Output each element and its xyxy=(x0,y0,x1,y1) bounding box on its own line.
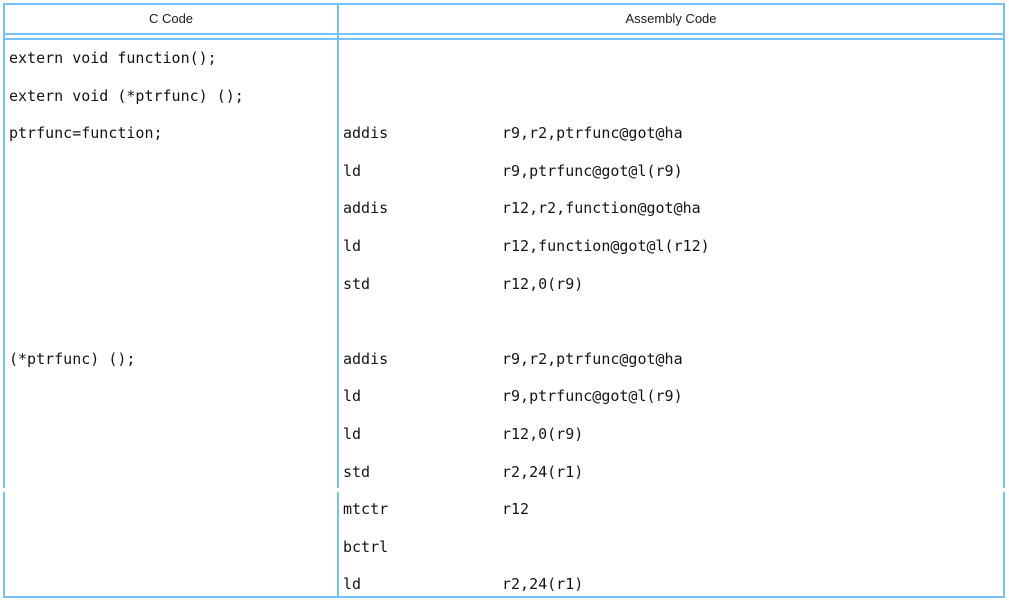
assembly-mnemonic xyxy=(343,303,502,341)
assembly-code-line: addis r12,r2,function@got@ha xyxy=(343,190,998,228)
assembly-code-line: ld r12,0(r9) xyxy=(343,416,998,454)
column-header-c-code: C Code xyxy=(148,11,194,26)
assembly-code-line: mtctr r12 xyxy=(343,491,998,529)
assembly-code-line: std r12,0(r9) xyxy=(343,266,998,304)
assembly-code-line: ld r9,ptrfunc@got@l(r9) xyxy=(343,378,998,416)
table-border-left-lower xyxy=(3,492,5,598)
assembly-operands: r9,r2,ptrfunc@got@ha xyxy=(502,349,683,368)
assembly-mnemonic xyxy=(343,78,502,116)
assembly-code-line: ld r2,24(r1) xyxy=(343,566,998,604)
c-code-line xyxy=(9,416,333,454)
assembly-mnemonic: ld xyxy=(343,161,362,180)
assembly-operands: r12,0(r9) xyxy=(502,274,584,293)
c-code-line xyxy=(9,454,333,492)
c-code-cell: extern void function(); extern void (*ptr… xyxy=(9,40,333,604)
column-header-assembly-code: Assembly Code xyxy=(625,11,717,26)
c-code-line xyxy=(9,153,333,191)
c-code-line: extern void function(); xyxy=(9,49,217,67)
table-border-right-upper xyxy=(1003,3,1005,488)
column-divider-upper xyxy=(337,3,339,488)
assembly-mnemonic: addis xyxy=(343,199,389,218)
assembly-operands: r2,24(r1) xyxy=(502,575,584,594)
assembly-operands: r12,r2,function@got@ha xyxy=(502,199,701,218)
assembly-mnemonic: mtctr xyxy=(343,500,389,519)
c-code-line xyxy=(9,529,333,567)
c-code-line xyxy=(9,378,333,416)
assembly-mnemonic: addis xyxy=(343,349,389,368)
assembly-mnemonic: std xyxy=(343,462,371,481)
c-code-line: (*ptrfunc) (); xyxy=(9,349,136,368)
header-rule-lower xyxy=(3,38,1005,40)
table-border-left-upper xyxy=(3,3,5,488)
assembly-mnemonic: std xyxy=(343,274,371,293)
assembly-code-line xyxy=(343,78,998,116)
c-code-line xyxy=(9,266,333,304)
assembly-mnemonic: ld xyxy=(343,575,362,594)
c-code-line xyxy=(9,566,333,604)
assembly-operands: r12,function@got@l(r12) xyxy=(502,236,710,255)
assembly-operands: r2,24(r1) xyxy=(502,462,584,481)
c-code-line: ptrfunc=function; xyxy=(9,124,163,143)
assembly-operands: r12 xyxy=(502,500,530,519)
c-code-line xyxy=(9,303,333,341)
assembly-mnemonic xyxy=(343,40,502,78)
assembly-mnemonic: ld xyxy=(343,236,362,255)
column-divider-lower xyxy=(337,492,339,598)
c-code-line: extern void (*ptrfunc) (); xyxy=(9,86,244,105)
assembly-mnemonic: ld xyxy=(343,424,362,443)
assembly-code-line: std r2,24(r1) xyxy=(343,454,998,492)
assembly-operands: r9,r2,ptrfunc@got@ha xyxy=(502,124,683,143)
assembly-code-line: ld r9,ptrfunc@got@l(r9) xyxy=(343,153,998,191)
table-border-right-lower xyxy=(1003,492,1005,598)
assembly-code-line xyxy=(343,303,998,341)
c-code-line xyxy=(9,491,333,529)
assembly-mnemonic: bctrl xyxy=(343,537,389,556)
assembly-operands: r12,0(r9) xyxy=(502,424,584,443)
table-border-top xyxy=(3,3,1005,5)
assembly-code-line: ld r12,function@got@l(r12) xyxy=(343,228,998,266)
assembly-code-line: bctrl xyxy=(343,529,998,567)
assembly-mnemonic: addis xyxy=(343,124,389,143)
assembly-operands: r9,ptrfunc@got@l(r9) xyxy=(502,161,683,180)
assembly-code-line xyxy=(343,40,998,78)
header-rule-upper xyxy=(3,33,1005,35)
assembly-code-cell: addis r9,r2,ptrfunc@got@ha ld r9,ptrfunc@go… xyxy=(343,40,998,604)
c-code-line xyxy=(9,190,333,228)
assembly-code-line: addis r9,r2,ptrfunc@got@ha xyxy=(343,115,998,153)
assembly-code-line: addis r9,r2,ptrfunc@got@ha xyxy=(343,341,998,379)
table-border-bottom xyxy=(3,596,1005,598)
assembly-operands: r9,ptrfunc@got@l(r9) xyxy=(502,387,683,406)
assembly-mnemonic: ld xyxy=(343,387,362,406)
c-code-line xyxy=(9,228,333,266)
